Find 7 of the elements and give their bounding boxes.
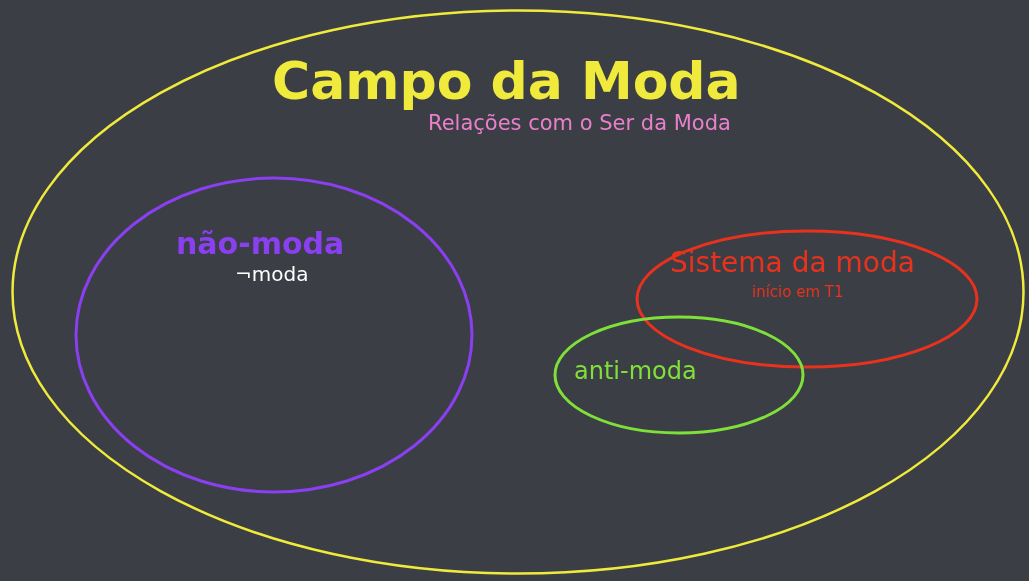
set-label: Sistema da moda [670,248,915,279]
subtitle: Relações com o Ser da Moda [428,112,731,136]
set-label: Campo da Moda [272,53,741,111]
set-sublabel: ¬moda [235,263,309,285]
set-sublabel: início em T1 [752,284,844,301]
set-label: anti-moda [574,358,697,385]
set-label: não-moda [176,227,345,260]
